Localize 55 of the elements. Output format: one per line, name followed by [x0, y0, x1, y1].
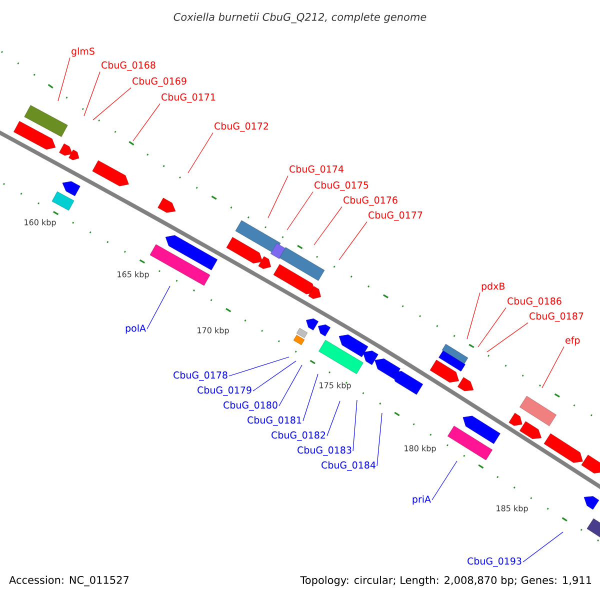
leader-line: [376, 412, 382, 466]
scale-label: 175 kbp: [320, 382, 351, 390]
gene-label: CbuG_0183: [298, 446, 352, 456]
leader-line: [92, 87, 132, 120]
gene-label: CbuG_0168: [102, 61, 156, 71]
leader-line: [286, 191, 314, 230]
leader-line: [352, 400, 358, 452]
gene-label: CbuG_0181: [248, 416, 302, 426]
gene-label: CbuG_0182: [272, 431, 326, 441]
gene-label: polA: [126, 324, 146, 334]
gene-label: CbuG_0169: [132, 77, 186, 87]
gene-label: CbuG_0177: [368, 211, 422, 221]
leader-line: [478, 307, 506, 348]
leader-line: [432, 460, 458, 500]
gene-label: efp: [566, 336, 580, 346]
scale-label: 180 kbp: [404, 445, 436, 453]
leader-line: [522, 532, 564, 562]
gene-label: CbuG_0175: [314, 181, 368, 191]
gene-label: pdxB: [482, 282, 505, 292]
gene-label: CbuG_0178: [174, 371, 228, 381]
gene-label: CbuG_0172: [214, 122, 268, 132]
leader-line: [84, 71, 100, 116]
leader-line: [542, 346, 564, 388]
leader-line: [132, 103, 160, 142]
gene-label: CbuG_0180: [224, 401, 278, 411]
leader-line: [146, 286, 170, 330]
gene-label: CbuG_0186: [508, 297, 562, 307]
scale-label: 185 kbp: [496, 505, 528, 513]
gene-label: CbuG_0174: [290, 165, 344, 175]
accession-text: Accession: NC_011527: [9, 576, 129, 586]
leader-line: [338, 221, 368, 260]
leader-line: [466, 292, 480, 340]
leader-line: [278, 364, 302, 406]
gene-label: CbuG_0179: [198, 386, 252, 396]
leader-line: [58, 57, 70, 102]
genome-stats-text: Topology: circular; Length: 2,008,870 bp; Genes: 1,911: [300, 576, 592, 586]
scale-label: 160 kbp: [24, 219, 56, 227]
gene-label: priA: [412, 495, 431, 505]
gene-label: CbuG_0184: [322, 461, 376, 471]
title: Coxiella burnetii CbuG_Q212, complete genome: [174, 12, 426, 24]
leader-line: [486, 322, 528, 352]
leader-line: [188, 132, 214, 174]
gene-label: CbuG_0187: [530, 312, 584, 322]
gene-label: CbuG_0193: [468, 557, 522, 567]
leader-line: [228, 356, 290, 376]
leader-line: [252, 360, 296, 392]
leader-line: [326, 400, 340, 436]
gene-label: CbuG_0176: [344, 196, 398, 206]
gene-label: glmS: [72, 47, 94, 57]
gene-label: CbuG_0171: [162, 93, 216, 103]
scale-label: 170 kbp: [198, 327, 229, 335]
leader-line: [302, 374, 318, 422]
leader-line: [268, 175, 288, 218]
leader-line: [314, 206, 342, 246]
scale-label: 165 kbp: [118, 271, 149, 279]
